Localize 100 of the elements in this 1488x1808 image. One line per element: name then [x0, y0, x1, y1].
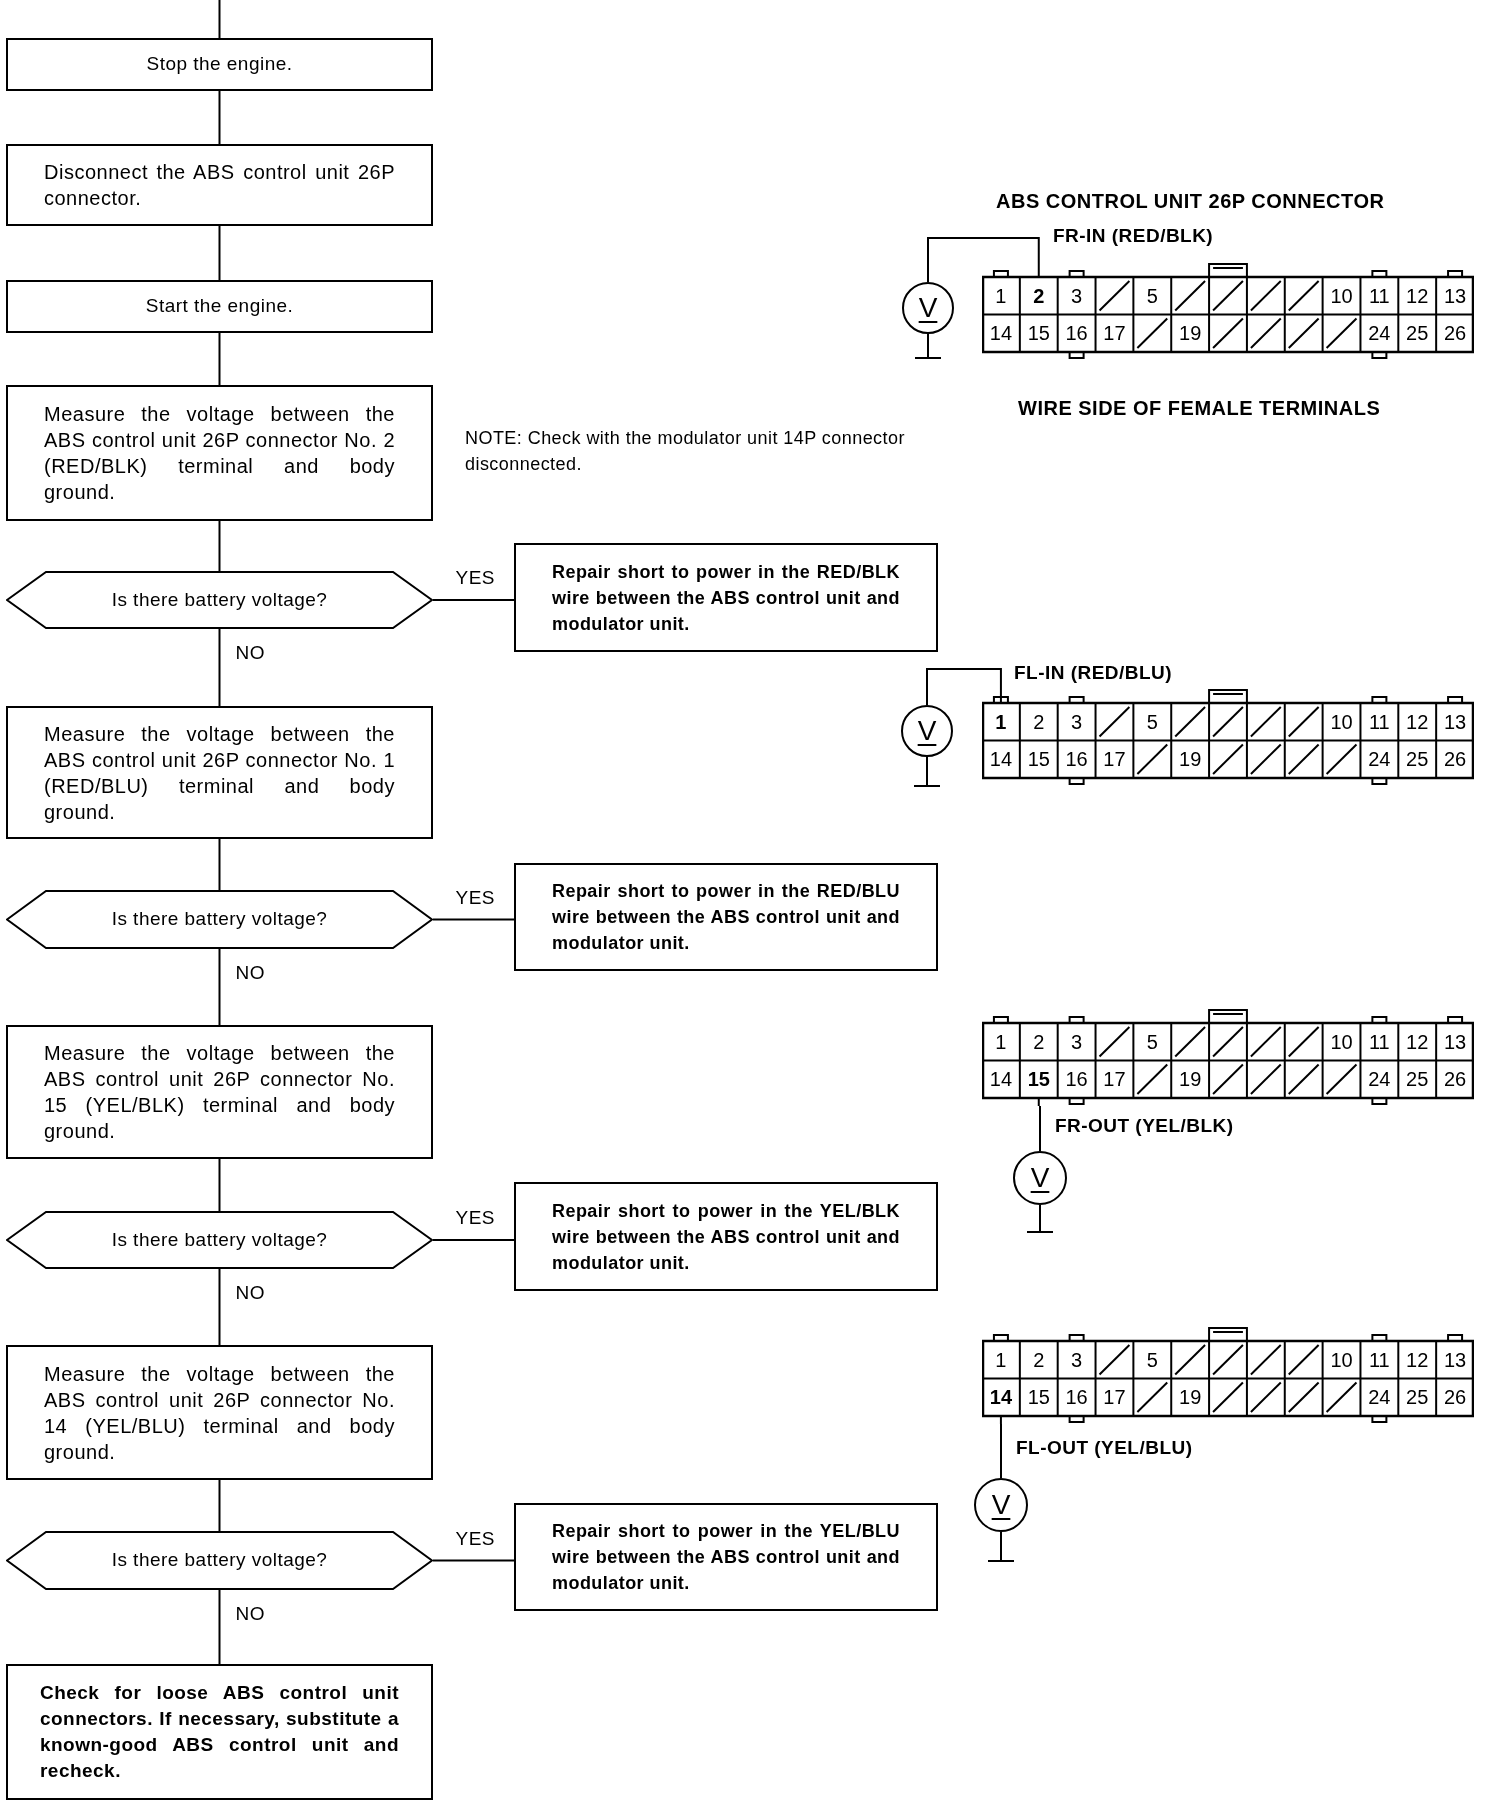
decision-hexagon: Is there battery voltage? [6, 1211, 433, 1269]
pin-number: 15 [1027, 1069, 1050, 1090]
flow-line [218, 520, 221, 572]
pin-number: 25 [1406, 1387, 1429, 1408]
pin-number: 19 [1179, 323, 1202, 344]
wire-label: FL-OUT (YEL/BLU) [1016, 1436, 1193, 1460]
flow-line [218, 1479, 221, 1532]
pin-number: 14 [989, 749, 1013, 770]
decision-hexagon: Is there battery voltage? [6, 890, 433, 949]
pin-number: 1 [995, 1349, 1007, 1370]
pin-number: 13 [1443, 711, 1467, 732]
test-lead-wire [1039, 1105, 1041, 1152]
pin-number: 17 [1103, 1069, 1126, 1090]
wire-label: FR-OUT (YEL/BLK) [1055, 1114, 1234, 1138]
process-box: Measure the voltage between the ABS control unit 26P connector No. 2 (RED/BLK) terminal and body ground. [6, 385, 433, 521]
flow-line [218, 1589, 221, 1665]
diagram-caption: ABS CONTROL UNIT 26P CONNECTOR [996, 189, 1385, 214]
voltmeter-symbol: V [974, 1478, 1028, 1532]
flow-line [432, 1559, 515, 1562]
pin-number: 3 [1071, 1349, 1083, 1370]
pin-number: 19 [1179, 1069, 1202, 1090]
flow-line [218, 948, 221, 1026]
connector-drawing [982, 689, 1474, 786]
wire-label: FR-IN (RED/BLK) [1053, 224, 1214, 248]
pin-number: 13 [1443, 285, 1467, 306]
action-box: Repair short to power in the YEL/BLU wire between the ABS control unit and modulator unit. [514, 1503, 938, 1611]
decision-hexagon: Is there battery voltage? [6, 1531, 433, 1590]
voltmeter-symbol: V [1013, 1151, 1067, 1205]
process-box: Measure the voltage between the ABS control unit 26P connector No. 15 (YEL/BLK) terminal and body ground. [6, 1025, 433, 1159]
pin-number: 10 [1330, 1031, 1353, 1052]
pin-number: 26 [1443, 323, 1467, 344]
pin-number: 14 [989, 1387, 1013, 1408]
connector-drawing [982, 1009, 1474, 1106]
pin-number: 16 [1065, 1387, 1088, 1408]
pin-number: 3 [1071, 711, 1083, 732]
flow-line [218, 838, 221, 891]
pin-number: 5 [1146, 711, 1158, 732]
pin-number: 11 [1369, 285, 1390, 306]
flow-line [218, 225, 221, 281]
process-box: Disconnect the ABS control unit 26P connector. [6, 144, 433, 226]
process-box: Start the engine. [6, 280, 433, 333]
flow-line [432, 918, 515, 921]
pin-number: 17 [1103, 749, 1126, 770]
flow-line [218, 1158, 221, 1212]
process-box: Stop the engine. [6, 38, 433, 91]
pin-number: 24 [1368, 749, 1391, 770]
pin-number: 1 [995, 285, 1007, 306]
pin-number: 14 [989, 1069, 1013, 1090]
decision-hexagon: Is there battery voltage? [6, 571, 433, 629]
action-box: Repair short to power in the RED/BLU wire between the ABS control unit and modulator unit. [514, 863, 938, 971]
connector-drawing [982, 1327, 1474, 1424]
pin-number: 16 [1065, 323, 1088, 344]
pin-number: 25 [1406, 749, 1429, 770]
pin-number: 26 [1443, 1387, 1467, 1408]
flow-line [432, 1239, 515, 1241]
pin-number: 2 [1033, 711, 1045, 732]
pin-number: 19 [1179, 1387, 1202, 1408]
process-box: Measure the voltage between the ABS control unit 26P connector No. 1 (RED/BLU) terminal and body ground. [6, 706, 433, 839]
wire-label: FL-IN (RED/BLU) [1014, 661, 1173, 685]
pin-number: 15 [1027, 749, 1050, 770]
action-box: Repair short to power in the RED/BLK wire between the ABS control unit and modulator unit. [514, 543, 938, 652]
test-lead-wire [927, 237, 1040, 283]
pin-number: 24 [1368, 1069, 1391, 1090]
pin-number: 11 [1369, 711, 1390, 732]
pin-number: 12 [1406, 285, 1429, 306]
pin-number: 12 [1406, 711, 1429, 732]
pin-number: 25 [1406, 1069, 1429, 1090]
pin-number: 17 [1103, 1387, 1126, 1408]
pin-number: 13 [1443, 1349, 1467, 1370]
pin-number: 15 [1027, 1387, 1050, 1408]
pin-number: 2 [1033, 1031, 1045, 1052]
pin-number: 2 [1033, 285, 1045, 306]
pin-number: 3 [1071, 1031, 1083, 1052]
pin-number: 25 [1406, 323, 1429, 344]
pin-number: 16 [1065, 1069, 1088, 1090]
pin-number: 16 [1065, 749, 1088, 770]
pin-number: 2 [1033, 1349, 1045, 1370]
voltmeter-symbol: V [901, 705, 953, 757]
pin-number: 10 [1330, 285, 1353, 306]
pin-number: 5 [1146, 285, 1158, 306]
diagram-caption: WIRE SIDE OF FEMALE TERMINALS [1018, 396, 1381, 421]
pin-number: 5 [1146, 1031, 1158, 1052]
pin-number: 13 [1443, 1031, 1467, 1052]
pin-number: 5 [1146, 1349, 1158, 1370]
pin-number: 26 [1443, 749, 1467, 770]
action-box: Check for loose ABS control unit connectors. If necessary, substitute a known-good ABS control unit and recheck. [6, 1664, 433, 1800]
flow-line [218, 332, 221, 386]
pin-number: 1 [995, 711, 1007, 732]
voltmeter-symbol: V [902, 282, 954, 334]
action-box: Repair short to power in the YEL/BLK wire between the ABS control unit and modulator unit. [514, 1182, 938, 1291]
pin-number: 12 [1406, 1349, 1429, 1370]
pin-number: 3 [1071, 285, 1083, 306]
pin-number: 14 [989, 323, 1013, 344]
process-box: Measure the voltage between the ABS control unit 26P connector No. 14 (YEL/BLU) terminal and body ground. [6, 1345, 433, 1480]
pin-number: 1 [995, 1031, 1007, 1052]
test-lead-wire [1000, 1423, 1002, 1479]
pin-number: 12 [1406, 1031, 1429, 1052]
pin-number: 24 [1368, 1387, 1391, 1408]
flow-line [218, 90, 221, 145]
flow-line [432, 599, 515, 601]
